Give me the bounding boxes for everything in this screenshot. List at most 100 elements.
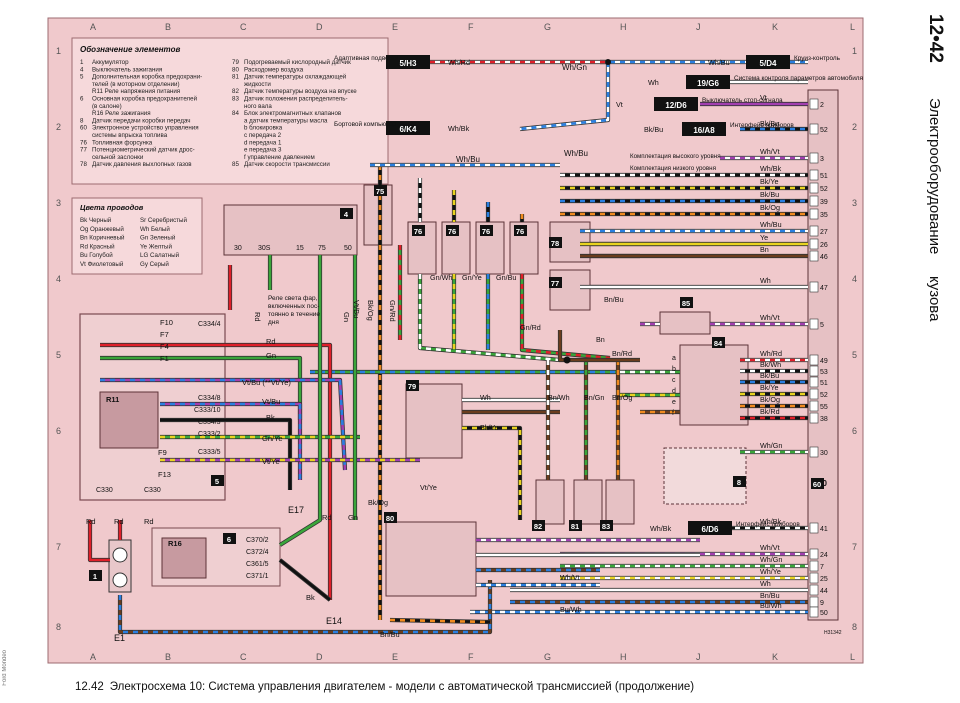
legend-colors-box xyxy=(71,197,203,275)
ecu-pin-number: 7 xyxy=(820,564,824,571)
relay-r16 xyxy=(161,537,207,579)
center-wire-label: Bn/Og xyxy=(612,393,632,402)
fuse-connector: C333/10 xyxy=(194,407,221,414)
airflow-meter-80 xyxy=(385,521,477,597)
component-number-tag xyxy=(340,208,353,219)
ecu-wire-label: Wh/Bu xyxy=(760,220,782,229)
ecu-pin xyxy=(809,123,819,135)
ecu-wire-label: Bk/Bu xyxy=(760,190,779,199)
ecu-pin xyxy=(809,584,819,596)
ign-terminal: 30 xyxy=(234,245,242,252)
relay-connector: C361/5 xyxy=(246,561,269,568)
diagram-code: H31342 xyxy=(824,630,842,636)
legend-colors-title: Цвета проводов xyxy=(80,203,144,212)
legend-item-num: 84 xyxy=(232,110,239,117)
ecu-pin xyxy=(809,182,819,194)
connector-ref-label: Интерфейс приборов xyxy=(736,520,800,528)
caption-number: 12.42 xyxy=(75,681,104,693)
grid-col-bottom-A: A xyxy=(90,652,96,662)
ecu-wire-label: Wh/Vt xyxy=(760,313,780,322)
fuse-wire-label: Vt/Ye xyxy=(262,457,280,466)
grid-row-4: 4 xyxy=(56,274,61,284)
fuse-connector: C330 xyxy=(144,487,161,494)
ecu-pin xyxy=(809,238,819,250)
legend-item-text: R11 Реле напряжения питания xyxy=(92,88,180,95)
legend-item-text: f управление давлением xyxy=(244,154,315,161)
ecu-pin-number: 9 xyxy=(820,600,824,607)
center-wire-label: Gn/Wh xyxy=(430,273,452,282)
ecu-wire-label: Wh/Vt xyxy=(760,147,780,156)
component-number-tag xyxy=(811,478,824,489)
color-entry: Rd Красный xyxy=(80,243,115,250)
ecu-pin xyxy=(809,400,819,412)
legend-item-text: Датчик температуры охлаждающей xyxy=(244,74,347,81)
component-number: 84 xyxy=(714,339,723,348)
legend-item-text: Основная коробка предохранителей xyxy=(92,96,198,103)
connector-ref-code: 6/D6 xyxy=(702,525,719,534)
legend-item-num: 77 xyxy=(80,147,87,154)
ecu-pin xyxy=(809,152,819,164)
legend-item-text: телей (в моторном отделении) xyxy=(92,81,180,88)
solenoid-letter: d xyxy=(672,388,676,395)
legend-item-num: 78 xyxy=(80,161,87,168)
ecu-pin-number: 41 xyxy=(820,526,828,533)
grid-row-right-8: 8 xyxy=(852,622,857,632)
sensor-83 xyxy=(605,479,635,525)
fuse-label: F13 xyxy=(158,470,171,479)
wire-bat-rd-2-base xyxy=(88,520,110,562)
color-entry: Bu Голубой xyxy=(80,252,113,259)
grid-row-8: 8 xyxy=(56,622,61,632)
legend-item-text: системы впрыска топлива xyxy=(92,132,168,139)
grid-row-right-1: 1 xyxy=(852,46,857,56)
grid-col-bottom-C: C xyxy=(240,652,247,662)
legend-item-num: 76 xyxy=(80,139,87,146)
component-number-tag xyxy=(480,225,493,236)
ground-e14: E14 xyxy=(326,616,342,626)
center-wire-label: Bn/Wh xyxy=(548,393,570,402)
component-number: 5 xyxy=(215,477,219,486)
ecu-pin-number: 47 xyxy=(820,285,828,292)
ecu-pin xyxy=(809,572,819,584)
ecu-pin xyxy=(809,250,819,262)
ecu-wire-label: Bk/Bu xyxy=(760,119,779,128)
ecu-wire-label: Wh/Rd xyxy=(760,349,782,358)
legend-item-text: Выключатель зажигания xyxy=(92,66,162,73)
legend-item-num: 4 xyxy=(80,66,84,73)
ign-terminal: 30S xyxy=(258,245,271,252)
connector-ref-tag xyxy=(746,55,790,69)
color-entry: Og Оранжевый xyxy=(80,226,124,233)
center-wire-label: Wh xyxy=(480,393,491,402)
center-wire-label: Vt/Ye xyxy=(420,483,437,492)
component-number: 76 xyxy=(414,227,422,236)
connector-ref-code: 16/A8 xyxy=(693,126,715,135)
grid-row-1: 1 xyxy=(56,46,61,56)
legend-item-num: 6 xyxy=(80,96,84,103)
fuse-label: F7 xyxy=(160,330,169,339)
wire-wh-gn-top: Wh/Gn xyxy=(562,63,587,72)
legend-item-text: Потенциометрический датчик дрос- xyxy=(92,147,195,154)
ecu-wire-label: Bn xyxy=(760,245,769,254)
connector-ref-label: Круиз-контроль xyxy=(794,55,841,62)
side-title-b: кузова xyxy=(926,276,943,322)
grid-col-H: H xyxy=(620,22,627,32)
labels: VtBk/BuWh/VtWh/BkBk/YeBk/BuBk/OgWh/BuYeB… xyxy=(86,55,864,639)
wire-gn-wh-stripe xyxy=(418,274,561,362)
ign-wire-label: Vt/Bu xyxy=(352,300,361,318)
sensor-82 xyxy=(535,479,565,525)
connector-ref-label: Выключатель стоп-сигнала xyxy=(702,97,783,104)
grid-col-E: E xyxy=(392,22,398,32)
fuse-wire-label: Rd xyxy=(86,517,96,526)
component-number-tag xyxy=(446,225,459,236)
grid-col-C: C xyxy=(240,22,247,32)
ecu-pin-number: 5 xyxy=(820,322,824,329)
grid-row-2: 2 xyxy=(56,122,61,132)
color-entry: LG Салатный xyxy=(140,252,180,259)
component-number: 78 xyxy=(551,239,559,248)
ecu-pin-number: 51 xyxy=(820,173,828,180)
ecu-pin xyxy=(809,318,819,330)
ign-terminal: 50 xyxy=(344,245,352,252)
connector-ref-wire: Wh/Bk xyxy=(650,524,672,533)
legend-item-text: Расходомер воздуха xyxy=(244,66,304,73)
